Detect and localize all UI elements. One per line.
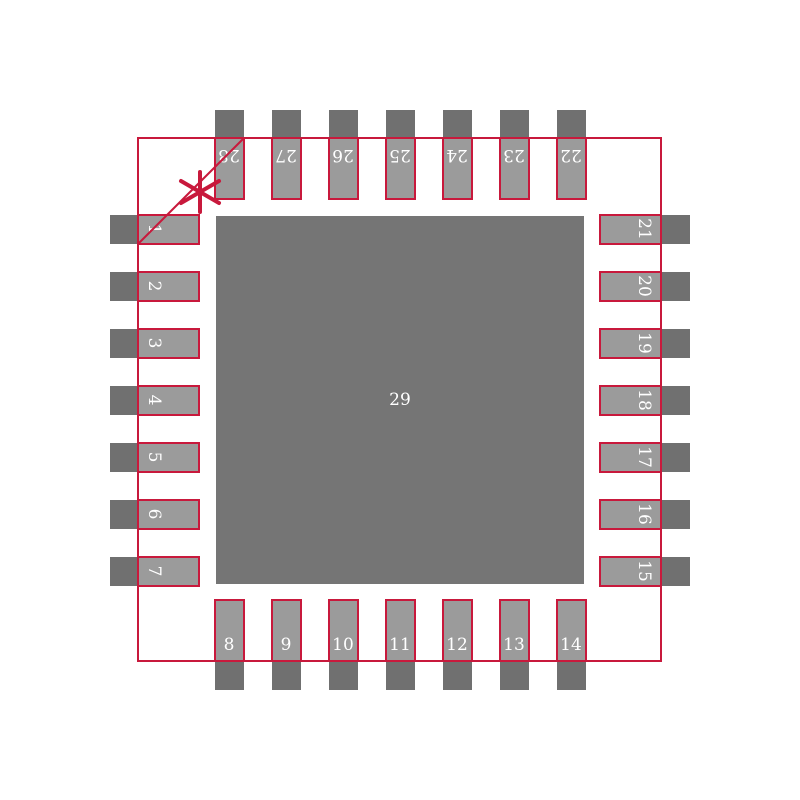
pin-5-lead (110, 443, 139, 472)
pin-16-label: 16 (634, 503, 654, 525)
pin-27-label: 27 (275, 145, 297, 165)
pin-28-lead (215, 110, 244, 139)
pin-8-lead (215, 661, 244, 690)
pin-2-lead (110, 272, 139, 301)
pin-3-label: 3 (144, 338, 164, 349)
pin-15-label: 15 (634, 560, 654, 582)
pin-18-label: 18 (634, 389, 654, 411)
pin-22-label: 22 (560, 145, 582, 165)
pin-23-pad (499, 137, 530, 200)
pin-17-label: 17 (634, 446, 654, 468)
pin-6-label: 6 (144, 509, 164, 520)
pin-14-lead (557, 661, 586, 690)
pin-3-pad (137, 328, 200, 359)
pin-2-pad (137, 271, 200, 302)
pin-16-pad (599, 499, 662, 530)
pin-3-lead (110, 329, 139, 358)
pin-14-label: 14 (560, 635, 582, 655)
pin-8-label: 8 (224, 635, 235, 655)
pin-28-pad (214, 137, 245, 200)
pin-13-lead (500, 661, 529, 690)
pin-6-pad (137, 499, 200, 530)
pin-18-lead (661, 386, 690, 415)
pin-11-label: 11 (389, 635, 411, 655)
pin-20-pad (599, 271, 662, 302)
pin-11-pad (385, 599, 416, 662)
pin-12-pad (442, 599, 473, 662)
pin-8-pad (214, 599, 245, 662)
pin-9-lead (272, 661, 301, 690)
pin-19-pad (599, 328, 662, 359)
pin-17-pad (599, 442, 662, 473)
pin-9-label: 9 (281, 635, 292, 655)
pin-23-label: 23 (503, 145, 525, 165)
pin1-chamfer-line (137, 137, 245, 245)
pin-9-pad (271, 599, 302, 662)
pin-26-label: 26 (332, 145, 354, 165)
pin-22-pad (556, 137, 587, 200)
pin-4-label: 4 (144, 395, 164, 406)
pin-15-pad (599, 556, 662, 587)
pin-7-label: 7 (144, 566, 164, 577)
pin-17-lead (661, 443, 690, 472)
pin1-marker (137, 137, 245, 245)
pin-10-lead (329, 661, 358, 690)
pin-10-pad (328, 599, 359, 662)
pin-27-lead (272, 110, 301, 139)
pin-5-label: 5 (144, 452, 164, 463)
thermal-pad-label: 29 (389, 390, 411, 410)
pin-10-label: 10 (332, 635, 354, 655)
pin-18-pad (599, 385, 662, 416)
pin-25-pad (385, 137, 416, 200)
pin-21-label: 21 (634, 218, 654, 240)
pin-24-pad (442, 137, 473, 200)
pin-19-label: 19 (634, 332, 654, 354)
pin-24-lead (443, 110, 472, 139)
pin-23-lead (500, 110, 529, 139)
pin-2-label: 2 (144, 281, 164, 292)
pin-15-lead (661, 557, 690, 586)
pin-pads: 1234567891011121314151617181920212223242… (137, 137, 662, 662)
pin-16-lead (661, 500, 690, 529)
package-leads (110, 110, 690, 690)
pin-26-lead (329, 110, 358, 139)
pin-13-label: 13 (503, 635, 525, 655)
pin-25-lead (386, 110, 415, 139)
pin-21-pad (599, 214, 662, 245)
pin-20-lead (661, 272, 690, 301)
thermal-pad (216, 216, 584, 584)
pin-12-lead (443, 661, 472, 690)
pin-4-pad (137, 385, 200, 416)
pin-26-pad (328, 137, 359, 200)
asterisk-icon (179, 170, 221, 214)
pin-27-pad (271, 137, 302, 200)
pin-19-lead (661, 329, 690, 358)
pin-25-label: 25 (389, 145, 411, 165)
pin-11-lead (386, 661, 415, 690)
pin-7-lead (110, 557, 139, 586)
thermal-pad-group: 29 (216, 216, 584, 584)
pin-12-label: 12 (446, 635, 468, 655)
pin-5-pad (137, 442, 200, 473)
pin-13-pad (499, 599, 530, 662)
pin-22-lead (557, 110, 586, 139)
pin-1-pad (137, 214, 200, 245)
pin-6-lead (110, 500, 139, 529)
pin-1-lead (110, 215, 139, 244)
pin-4-lead (110, 386, 139, 415)
pin-21-lead (661, 215, 690, 244)
pin-28-label: 28 (218, 145, 240, 165)
pin-7-pad (137, 556, 200, 587)
pin-24-label: 24 (446, 145, 468, 165)
pin-14-pad (556, 599, 587, 662)
pin-20-label: 20 (634, 275, 654, 297)
